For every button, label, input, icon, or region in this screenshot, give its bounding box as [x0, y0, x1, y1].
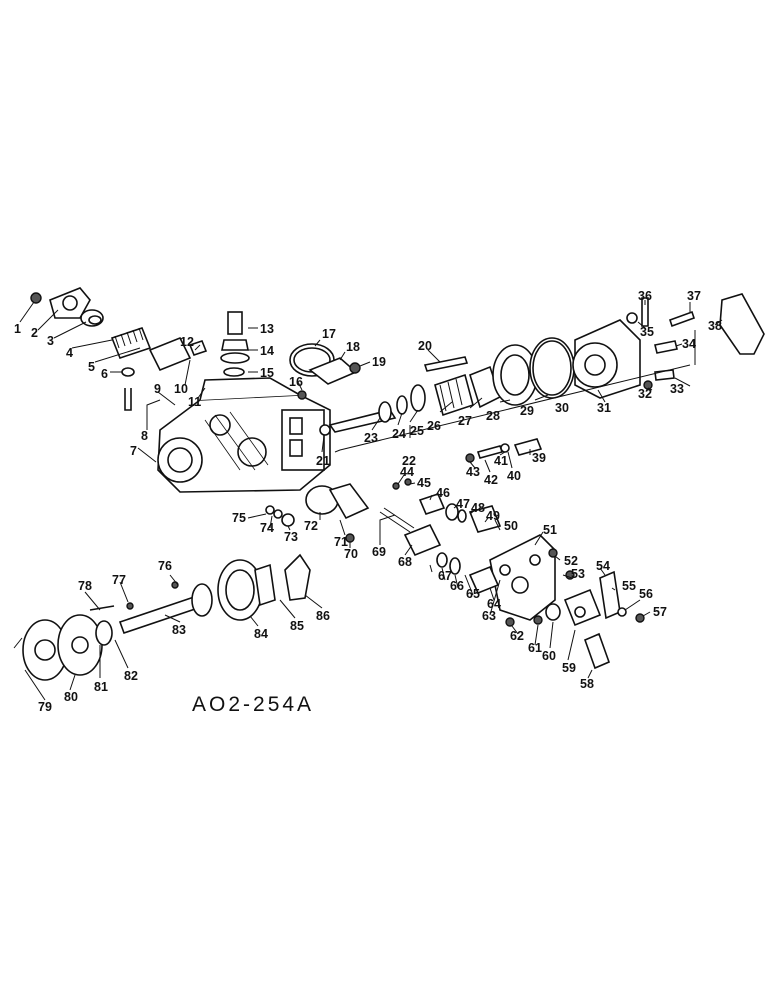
callout-13: 13	[260, 322, 274, 336]
drawing-code: AO2-254A	[192, 693, 314, 716]
callout-39: 39	[532, 451, 546, 465]
callout-52: 52	[564, 554, 578, 568]
callout-35: 35	[640, 325, 654, 339]
callout-38: 38	[708, 319, 722, 333]
callout-5: 5	[88, 360, 95, 374]
middle-parts	[392, 438, 543, 533]
callout-4: 4	[66, 346, 73, 360]
callout-56: 56	[639, 587, 653, 601]
lower-middle-parts	[265, 483, 370, 543]
callout-84: 84	[254, 627, 268, 641]
callout-32: 32	[638, 387, 652, 401]
callout-59: 59	[562, 661, 576, 675]
callout-74: 74	[260, 521, 274, 535]
callout-63: 63	[482, 609, 496, 623]
callout-6: 6	[101, 367, 108, 381]
callout-1: 1	[14, 322, 21, 336]
callout-64: 64	[487, 597, 501, 611]
callout-34: 34	[682, 337, 696, 351]
callout-72: 72	[304, 519, 318, 533]
callout-75: 75	[232, 511, 246, 525]
lower-left-parts	[13, 553, 311, 681]
callout-16: 16	[289, 375, 303, 389]
callout-66: 66	[450, 579, 464, 593]
callout-2: 2	[31, 326, 38, 340]
callout-80: 80	[64, 690, 78, 704]
callout-3: 3	[47, 334, 54, 348]
callout-12: 12	[180, 335, 194, 349]
callout-30: 30	[555, 401, 569, 415]
callout-65: 65	[466, 587, 480, 601]
callout-28: 28	[486, 409, 500, 423]
callout-22: 22	[402, 454, 416, 468]
callout-46: 46	[436, 486, 450, 500]
callout-20: 20	[418, 339, 432, 353]
callout-19: 19	[372, 355, 386, 369]
callout-labels: 1 2 3 4 5 6 7 8 9 10 11 12 13 14 15 16 1…	[14, 289, 722, 714]
callout-60: 60	[542, 649, 556, 663]
callout-21: 21	[316, 454, 330, 468]
callout-14: 14	[260, 344, 274, 358]
callout-41: 41	[494, 454, 508, 468]
callout-82: 82	[124, 669, 138, 683]
callout-25: 25	[410, 424, 424, 438]
callout-27: 27	[458, 414, 472, 428]
callout-23: 23	[364, 431, 378, 445]
callout-79: 79	[38, 700, 52, 714]
callout-78: 78	[78, 579, 92, 593]
callout-40: 40	[507, 469, 521, 483]
pump-housing	[157, 377, 331, 493]
callout-67: 67	[438, 569, 452, 583]
callout-68: 68	[398, 555, 412, 569]
callout-8: 8	[141, 429, 148, 443]
callout-44: 44	[400, 465, 414, 479]
callout-31: 31	[597, 401, 611, 415]
callout-58: 58	[580, 677, 594, 691]
callout-33: 33	[670, 382, 684, 396]
callout-9: 9	[154, 382, 161, 396]
callout-48: 48	[471, 501, 485, 515]
callout-83: 83	[172, 623, 186, 637]
callout-29: 29	[520, 404, 534, 418]
callout-62: 62	[510, 629, 524, 643]
callout-43: 43	[466, 465, 480, 479]
callout-37: 37	[687, 289, 701, 303]
upper-left-parts	[30, 287, 250, 411]
callout-69: 69	[372, 545, 386, 559]
callout-49: 49	[486, 509, 500, 523]
callout-81: 81	[94, 680, 108, 694]
callout-61: 61	[528, 641, 542, 655]
callout-36: 36	[638, 289, 652, 303]
callout-18: 18	[346, 340, 360, 354]
callout-54: 54	[596, 559, 610, 573]
callout-57: 57	[653, 605, 667, 619]
callout-71: 71	[334, 535, 348, 549]
leader-lines	[19, 300, 723, 701]
callout-86: 86	[316, 609, 330, 623]
callout-55: 55	[622, 579, 636, 593]
callout-85: 85	[290, 619, 304, 633]
lower-right-parts	[379, 507, 645, 670]
callout-47: 47	[456, 497, 470, 511]
callout-17: 17	[322, 327, 336, 341]
callout-42: 42	[484, 473, 498, 487]
callout-45: 45	[417, 476, 431, 490]
callout-11: 11	[188, 395, 201, 409]
callout-24: 24	[392, 427, 406, 441]
callout-76: 76	[158, 559, 172, 573]
upper-right-parts	[572, 293, 765, 399]
callout-77: 77	[112, 573, 126, 587]
callout-70: 70	[344, 547, 358, 561]
callout-51: 51	[543, 523, 557, 537]
callout-10: 10	[174, 382, 188, 396]
callout-73: 73	[284, 530, 298, 544]
callout-50: 50	[504, 519, 518, 533]
callout-26: 26	[427, 419, 441, 433]
callout-53: 53	[571, 567, 585, 581]
callout-7: 7	[130, 444, 137, 458]
callout-15: 15	[260, 366, 274, 380]
